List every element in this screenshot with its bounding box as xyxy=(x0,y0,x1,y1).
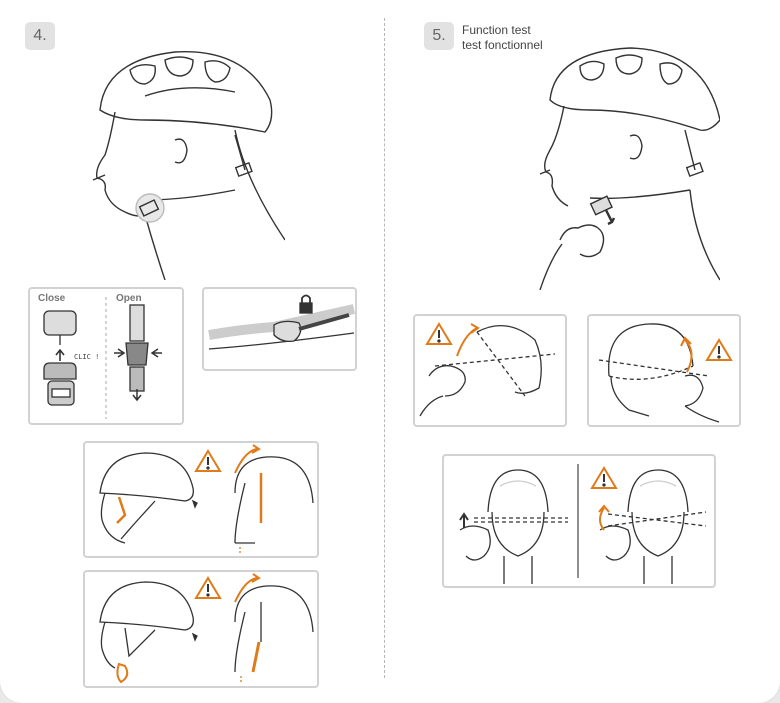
buckle-lock-panel xyxy=(202,287,357,371)
step-5-title-en: Function test xyxy=(462,23,531,37)
strap-adjust-diagram-2 xyxy=(99,573,314,684)
helmet-head-illustration-step4 xyxy=(92,51,285,280)
warning-icon xyxy=(194,449,222,472)
warning-icon xyxy=(425,322,453,345)
side-tilt-test-diagram xyxy=(459,464,707,584)
buckle-close-open-panel: Close Open CLIC ! xyxy=(28,287,184,425)
warning-icon xyxy=(590,466,618,489)
step-5-badge: 5. xyxy=(424,22,454,50)
step-5-number: 5. xyxy=(432,27,446,44)
strap-adjust-diagram-1 xyxy=(99,444,314,555)
helmet-head-illustration-step5 xyxy=(539,47,720,290)
tilt-test-panel-front xyxy=(587,314,741,427)
step-5-title-fr: test fonctionnel xyxy=(462,38,543,52)
padlock-icon xyxy=(299,294,313,314)
buckle-lock-diagram xyxy=(208,294,355,350)
tilt-test-panel-back xyxy=(413,314,567,427)
warning-icon xyxy=(705,338,733,361)
column-divider xyxy=(384,18,385,678)
side-tilt-test-panel xyxy=(442,454,716,588)
clic-label: CLIC ! xyxy=(74,353,100,361)
tilt-test-diagram-front xyxy=(598,323,733,423)
tilt-test-diagram-back xyxy=(419,322,556,417)
strap-adjust-panel-2 xyxy=(83,570,319,688)
warning-icon xyxy=(194,576,222,599)
step-4-badge: 4. xyxy=(25,22,55,50)
close-label: Close xyxy=(38,293,66,304)
step-4-number: 4. xyxy=(33,27,47,44)
open-label: Open xyxy=(116,293,142,304)
strap-adjust-panel-1 xyxy=(83,441,319,558)
buckle-diagram xyxy=(43,297,162,419)
